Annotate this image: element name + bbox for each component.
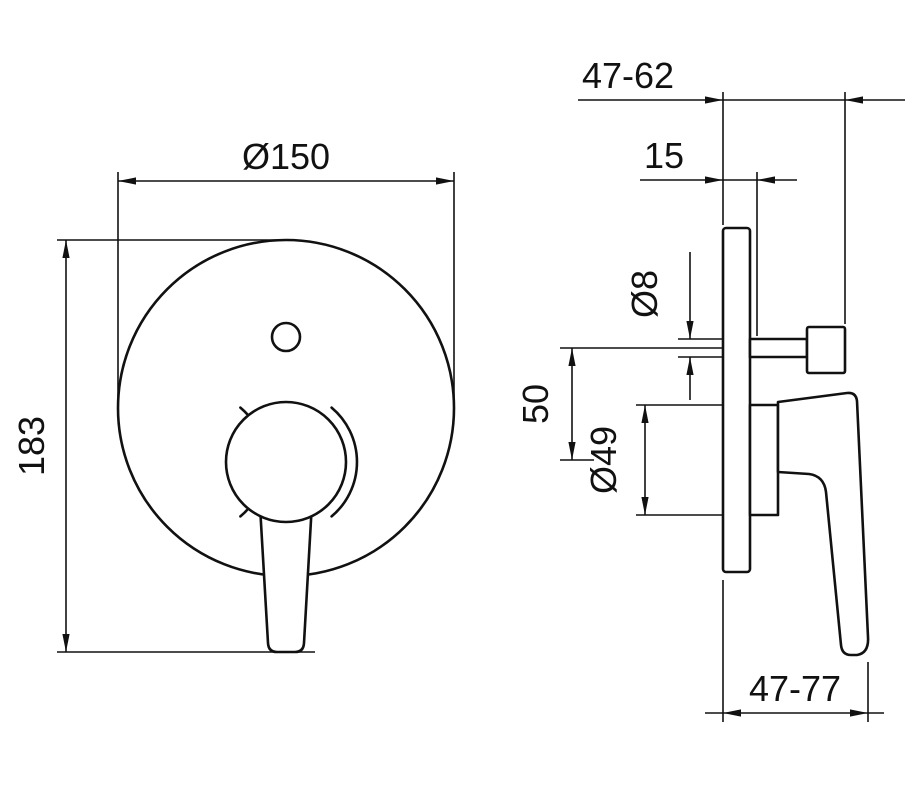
- arrowhead: [686, 321, 694, 339]
- dim-label-installation-depth-upper: 47-62: [582, 55, 674, 96]
- dim-axis-distance: 50: [515, 347, 723, 461]
- handle-base-circle: [224, 400, 348, 524]
- arrowhead: [568, 348, 576, 366]
- arrowhead: [723, 709, 741, 717]
- handle-sleeve: [748, 403, 780, 517]
- arrowhead: [845, 96, 863, 104]
- dim-stem-diameter: Ø8: [624, 252, 723, 400]
- dim-overall-height: 183: [11, 239, 315, 653]
- dim-label-axis-distance: 50: [515, 384, 556, 424]
- dim-label-overall-height: 183: [11, 416, 52, 476]
- dim-label-stem-diameter: Ø8: [624, 270, 665, 318]
- arrowhead: [757, 176, 775, 184]
- dim-installation-depth-lower: 47-77: [705, 580, 884, 722]
- arrowhead: [850, 709, 868, 717]
- diverter-stem: [748, 337, 809, 359]
- arrowhead: [436, 177, 454, 185]
- arrowhead: [641, 497, 649, 515]
- dim-label-installation-depth-lower: 47-77: [749, 668, 841, 709]
- arrowhead: [62, 240, 70, 258]
- dim-plate-offset: 15: [640, 135, 797, 336]
- arrowhead: [62, 634, 70, 652]
- sleeve-arc-right: [330, 406, 359, 518]
- lever-side: [776, 391, 870, 657]
- arrowhead: [705, 96, 723, 104]
- dim-label-sleeve-diameter: Ø49: [583, 426, 624, 494]
- wall-plate: [721, 226, 752, 574]
- diverter-button-circle: [270, 321, 302, 353]
- arrowhead: [705, 176, 723, 184]
- arrowhead: [641, 405, 649, 423]
- stem-knob: [805, 325, 847, 375]
- dim-plate-diameter: Ø150: [117, 136, 455, 406]
- dim-sleeve-diameter: Ø49: [583, 404, 723, 516]
- dim-label-plate-diameter: Ø150: [242, 136, 330, 177]
- front-view: [116, 238, 456, 654]
- arrowhead: [686, 357, 694, 375]
- arrowhead: [568, 442, 576, 460]
- side-view: [721, 226, 870, 657]
- dim-label-plate-offset: 15: [644, 135, 684, 176]
- arrowhead: [118, 177, 136, 185]
- dim-installation-depth-upper: 47-62: [578, 55, 905, 324]
